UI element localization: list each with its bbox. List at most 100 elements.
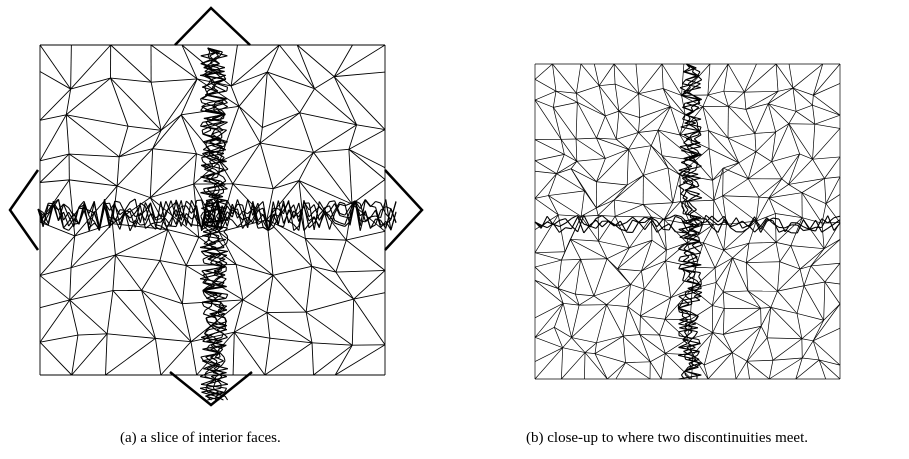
horizontal-discontinuity-edge [63,211,70,221]
closeup-vertical-edge [690,354,700,360]
mesh-edge [272,265,312,276]
closeup-vertical-edge [686,154,699,160]
vertical-discontinuity-edge [223,164,229,170]
closeup-mesh-edge [661,155,669,168]
closeup-mesh-edge [667,167,681,176]
vertical-discontinuity-edge [215,391,225,397]
vertical-discontinuity-edge [202,125,219,131]
horizontal-discontinuity-edge [42,204,49,228]
closeup-mesh-edge [788,178,825,185]
closeup-mesh-edge [643,202,673,205]
closeup-mesh-edge [576,161,597,183]
closeup-vertical-edge [686,63,697,69]
closeup-vertical-edge [688,205,693,211]
vertical-discontinuity-edge [210,153,220,159]
closeup-mesh-edge [703,224,714,243]
closeup-mesh-edge [534,251,566,254]
vertical-discontinuity-edge [212,309,225,315]
closeup-mesh-edge [640,315,660,336]
mesh-edge [180,78,198,115]
closeup-mesh-edge [664,297,672,320]
mesh-edge [181,303,192,342]
closeup-mesh-edge [712,282,717,306]
closeup-mesh-edge [727,137,757,153]
vertical-discontinuity-edge [216,168,229,174]
closeup-vertical-edge [690,142,702,148]
closeup-vertical-edge [684,232,698,238]
closeup-mesh-edge [580,190,585,217]
horizontal-discontinuity-edge [329,215,336,224]
vertical-discontinuity-edge [202,286,215,292]
horizontal-discontinuity-edge [190,205,198,214]
closeup-mesh-edge [810,239,841,267]
closeup-vertical-edge [688,272,691,277]
closeup-vertical-edge [678,343,688,349]
horizontal-discontinuity-edge [390,212,397,231]
horizontal-discontinuity-edge [308,216,315,222]
closeup-mesh-edge [746,361,750,380]
mesh-edge [242,299,268,314]
closeup-vertical-edge [686,331,693,337]
horizontal-discontinuity-edge [257,201,264,208]
vertical-discontinuity-edge [206,137,220,143]
closeup-horizontal-edge [571,214,578,219]
horizontal-discontinuity-edge [339,212,346,216]
closeup-mesh-edge [560,139,565,155]
horizontal-discontinuity-edge [149,202,157,228]
closeup-mesh-edge [681,63,685,96]
closeup-mesh-edge [767,91,779,104]
closeup-vertical-edge [682,264,695,270]
closeup-vertical-edge [691,154,702,160]
vertical-discontinuity-edge [204,149,226,155]
horizontal-discontinuity-edge [231,203,238,215]
closeup-mesh-edge [803,265,812,286]
vertical-discontinuity-edge [205,388,208,393]
horizontal-discontinuity-edge [293,225,300,231]
mesh-edge [278,44,315,89]
mesh-edge [115,254,142,291]
closeup-mesh-edge [768,360,774,380]
closeup-mesh-edge [772,338,803,361]
closeup-mesh-edge [801,319,824,340]
closeup-mesh-edge [695,267,716,269]
closeup-mesh-edge [650,145,663,156]
mesh-edge [296,44,315,89]
mesh-edge [118,129,162,158]
mesh-edge [219,219,267,233]
closeup-mesh-edge [627,175,644,186]
vertical-discontinuity-edge [212,113,226,119]
horizontal-discontinuity-edge [334,222,340,226]
closeup-mesh-edge [594,342,597,354]
mesh-edge [112,254,116,291]
closeup-vertical-edge [684,118,702,124]
closeup-vertical-edge [684,130,700,136]
closeup-mesh-edge [643,145,652,176]
horizontal-discontinuity-edge [170,225,177,228]
closeup-vertical-edge [689,319,696,325]
closeup-mesh-edge [556,160,578,174]
closeup-vertical-edge [682,209,685,214]
closeup-vertical-edge [688,201,693,207]
horizontal-discontinuity-edge [88,215,95,222]
closeup-horizontal-edge [754,225,762,233]
mesh-edge [219,161,234,185]
vertical-discontinuity-edge [220,263,223,268]
closeup-mesh-edge [771,161,783,180]
horizontal-discontinuity-edge [37,208,44,228]
horizontal-discontinuity-edge [114,203,121,225]
closeup-mesh-edge [799,265,812,270]
closeup-mesh-edge [651,216,665,220]
horizontal-discontinuity-edge [129,220,136,225]
vertical-discontinuity-edge [216,70,224,76]
closeup-mesh-edge [577,102,606,117]
vertical-discontinuity-edge [210,63,220,69]
closeup-vertical-edge [685,114,702,120]
closeup-horizontal-edge [534,221,542,229]
horizontal-discontinuity-edge [190,200,198,211]
closeup-horizontal-edge [827,223,835,229]
vertical-discontinuity-edge [204,282,224,288]
closeup-mesh-edge [790,245,801,270]
horizontal-discontinuity-edge [48,204,54,208]
closeup-vertical-edge [683,106,693,112]
mesh-edge [348,124,358,150]
